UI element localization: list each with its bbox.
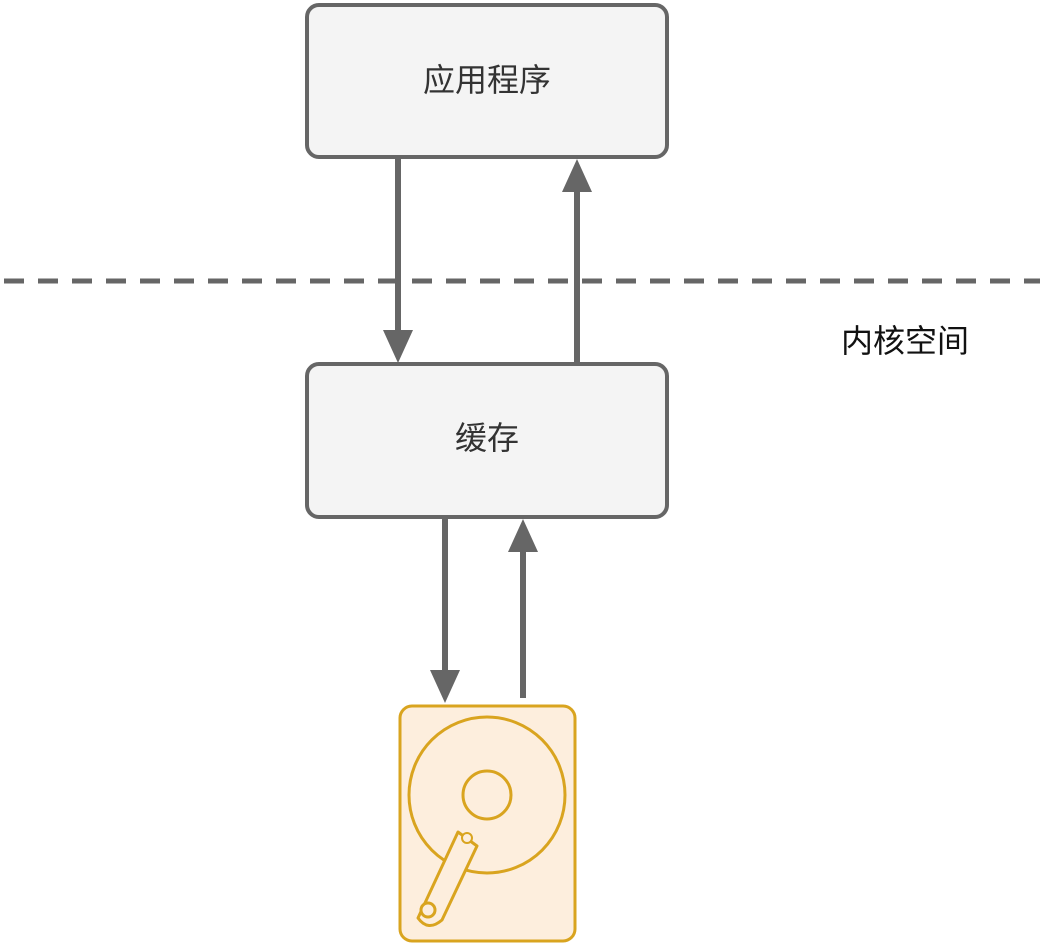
cache-label: 缓存 [455,419,519,457]
kernel-space-label: 内核空间 [841,322,969,360]
cache-box: 缓存 [305,362,669,519]
hard-disk-icon [398,704,577,943]
arrow-app-to-cache [383,159,413,363]
application-label: 应用程序 [423,61,551,99]
arrow-disk-to-cache [508,519,538,698]
application-box: 应用程序 [305,3,669,159]
arrow-cache-to-app [562,159,592,362]
arrow-cache-to-disk [430,519,460,703]
